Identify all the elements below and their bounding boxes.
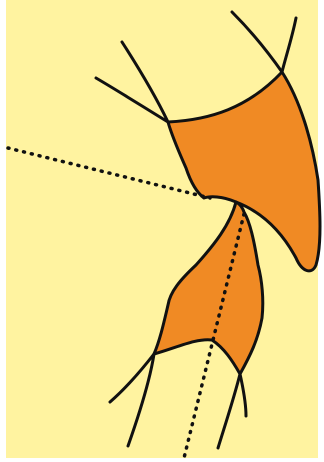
diagram-background xyxy=(6,0,318,458)
